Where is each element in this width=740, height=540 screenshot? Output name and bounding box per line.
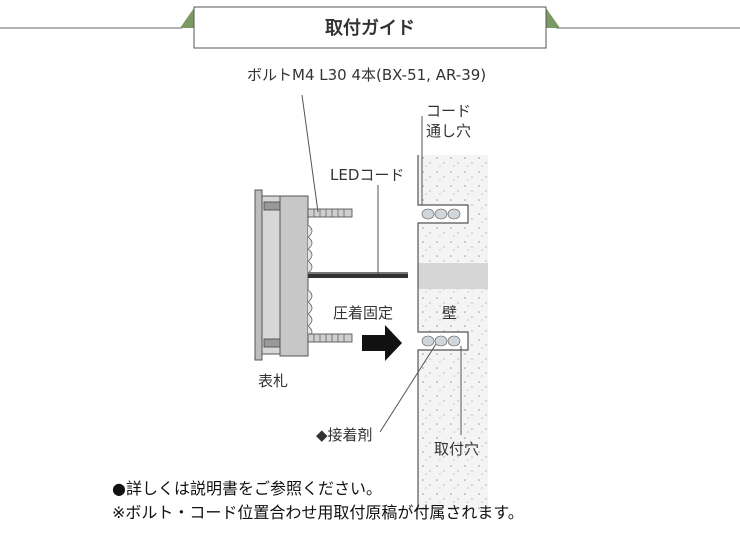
note-template-included: ※ボルト・コード位置合わせ用取付原稿が付属されます。: [112, 503, 524, 522]
header-title-box: [193, 6, 547, 49]
note-see-manual: ●詳しくは説明書をご参照ください。: [112, 479, 382, 498]
label-adhesive: ◆接着剤: [316, 426, 373, 444]
label-mount-hole: 取付穴: [434, 440, 479, 458]
label-press-fix: 圧着固定: [333, 304, 393, 322]
header-title: 取付ガイド: [325, 17, 415, 39]
label-led-cord: LEDコード: [330, 166, 404, 184]
arrow-right-icon: [362, 325, 402, 361]
label-cord-hole-2: 通し穴: [426, 122, 471, 140]
wall: [417, 155, 488, 510]
leader-lines: [301, 94, 462, 435]
label-cord-hole-1: コード: [426, 102, 471, 120]
header-tab-left: [180, 8, 194, 28]
nameplate: [254, 189, 408, 361]
label-wall: 壁: [442, 304, 457, 322]
label-nameplate: 表札: [258, 372, 288, 390]
label-bolt: ボルトM4 L30 4本(BX-51, AR-39): [247, 66, 486, 84]
header-tab-right: [546, 8, 560, 28]
